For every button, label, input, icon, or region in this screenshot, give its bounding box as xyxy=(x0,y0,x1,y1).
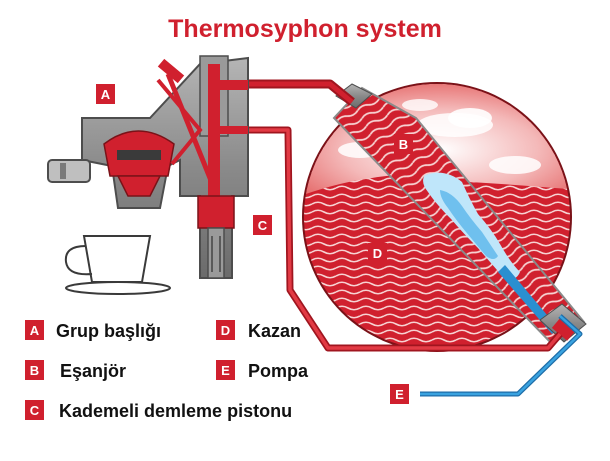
svg-text:Kazan: Kazan xyxy=(248,321,301,341)
label-badge-b: B xyxy=(394,134,413,154)
svg-text:D: D xyxy=(373,246,382,261)
svg-text:E: E xyxy=(221,363,230,378)
svg-text:E: E xyxy=(395,387,404,402)
svg-text:C: C xyxy=(30,403,40,418)
label-badge-e: E xyxy=(390,384,409,404)
pipes xyxy=(245,79,583,397)
group-head xyxy=(47,55,249,279)
legend-item-d: D Kazan xyxy=(216,320,301,341)
label-badge-d: D xyxy=(368,243,387,263)
label-badge-c: C xyxy=(253,215,272,235)
svg-text:C: C xyxy=(258,218,268,233)
svg-text:Grup başlığı: Grup başlığı xyxy=(56,321,161,341)
legend-item-e: E Pompa xyxy=(216,360,309,381)
coffee-cup-icon xyxy=(64,235,171,295)
svg-text:Eşanjör: Eşanjör xyxy=(60,361,126,381)
svg-text:D: D xyxy=(221,323,230,338)
svg-text:A: A xyxy=(30,323,40,338)
diagram-title: Thermosyphon system xyxy=(168,15,442,43)
legend-item-c: C Kademeli demleme pistonu xyxy=(25,400,292,421)
svg-text:Kademeli demleme pistonu: Kademeli demleme pistonu xyxy=(59,401,292,421)
svg-text:Pompa: Pompa xyxy=(248,361,309,381)
svg-text:A: A xyxy=(101,87,111,102)
legend: A Grup başlığı B Eşanjör C Kademeli deml… xyxy=(25,320,309,421)
svg-text:B: B xyxy=(30,363,39,378)
svg-text:B: B xyxy=(399,137,408,152)
legend-item-b: B Eşanjör xyxy=(25,360,126,381)
legend-item-a: A Grup başlığı xyxy=(25,320,161,341)
label-badge-a: A xyxy=(96,84,115,104)
